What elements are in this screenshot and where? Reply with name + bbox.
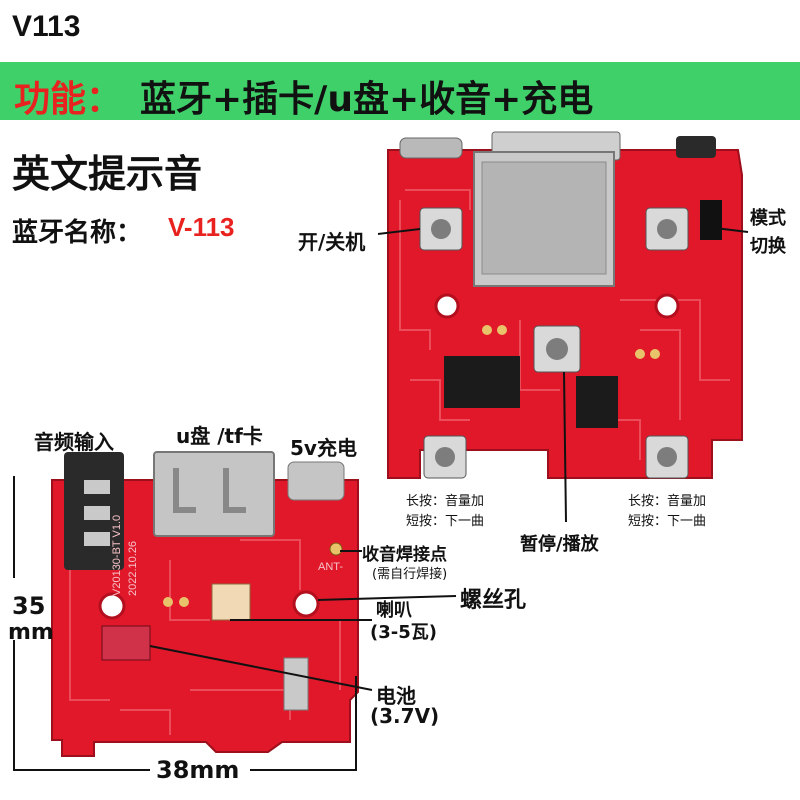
mode-switch-icon: [700, 200, 722, 240]
battery-connector-icon: [101, 625, 151, 661]
radio-solder-point-icon: [329, 542, 343, 556]
right-volume-button-icon: [645, 435, 689, 479]
pause-play-label: 暂停/播放: [520, 534, 599, 555]
left-volume-button-icon: [423, 435, 467, 479]
speaker-connector-icon: [211, 583, 251, 621]
function-prefix: 功能：: [14, 79, 123, 120]
height-value: 35: [12, 592, 46, 620]
radio-solder-sub: (需自行焊接): [372, 567, 448, 582]
right-button-long-label: 长按：音量加: [628, 494, 707, 509]
prompt-language-title: 英文提示音: [12, 152, 203, 196]
pcb-date-text: 2022.10.26: [127, 541, 139, 596]
top-board: [377, 131, 749, 523]
bluetooth-name-value: V-113: [168, 212, 235, 242]
charge-port-icon: [287, 461, 345, 501]
pcb-ant-text: ANT-: [318, 561, 343, 573]
right-button-short-label: 短按：下一曲: [628, 514, 707, 529]
height-dimension-line: [13, 476, 150, 771]
amplifier-chip-icon: [444, 356, 520, 408]
mode-button-icon: [645, 207, 689, 251]
speaker-sub: (3-5瓦): [370, 622, 437, 643]
mode-label-line1: 模式: [750, 208, 786, 229]
bluetooth-name-label: 蓝牙名称：: [12, 218, 143, 248]
left-button-short-label: 短按：下一曲: [406, 514, 485, 529]
bottom-board: [13, 451, 457, 771]
pcb-silkscreen-text: V20130-BT V1.0: [111, 515, 123, 596]
charge-label: 5v充电: [290, 436, 357, 460]
screw-hole-label: 螺丝孔: [460, 588, 527, 613]
audio-jack-icon: [676, 136, 716, 158]
battery-label: 电池: [376, 684, 416, 708]
mode-label-line2: 切换: [750, 236, 786, 257]
height-unit: mm: [8, 620, 54, 645]
radio-solder-label: 收音焊接点: [362, 545, 447, 565]
function-text: 蓝牙+插卡/u盘+收音+充电: [140, 79, 594, 120]
model-title: V113: [12, 10, 81, 43]
micro-usb-port-icon: [399, 137, 463, 159]
pause-play-button-icon: [533, 325, 581, 373]
usb-port-icon: [153, 451, 275, 537]
speaker-label: 喇叭: [376, 600, 412, 621]
bluetooth-chip-icon: [576, 376, 618, 428]
function-bar: [0, 62, 800, 120]
usb-tf-label: u盘 /tf卡: [176, 424, 263, 448]
power-label: 开/关机: [298, 230, 366, 254]
power-button-icon: [419, 207, 463, 251]
screw-hole-icon: [292, 590, 320, 618]
width-dimension-label: 38mm: [156, 756, 240, 784]
audio-input-label: 音频输入: [34, 430, 114, 454]
left-button-long-label: 长按：音量加: [406, 494, 485, 509]
battery-sub: (3.7V): [370, 704, 440, 728]
width-dimension-line: [250, 676, 357, 771]
